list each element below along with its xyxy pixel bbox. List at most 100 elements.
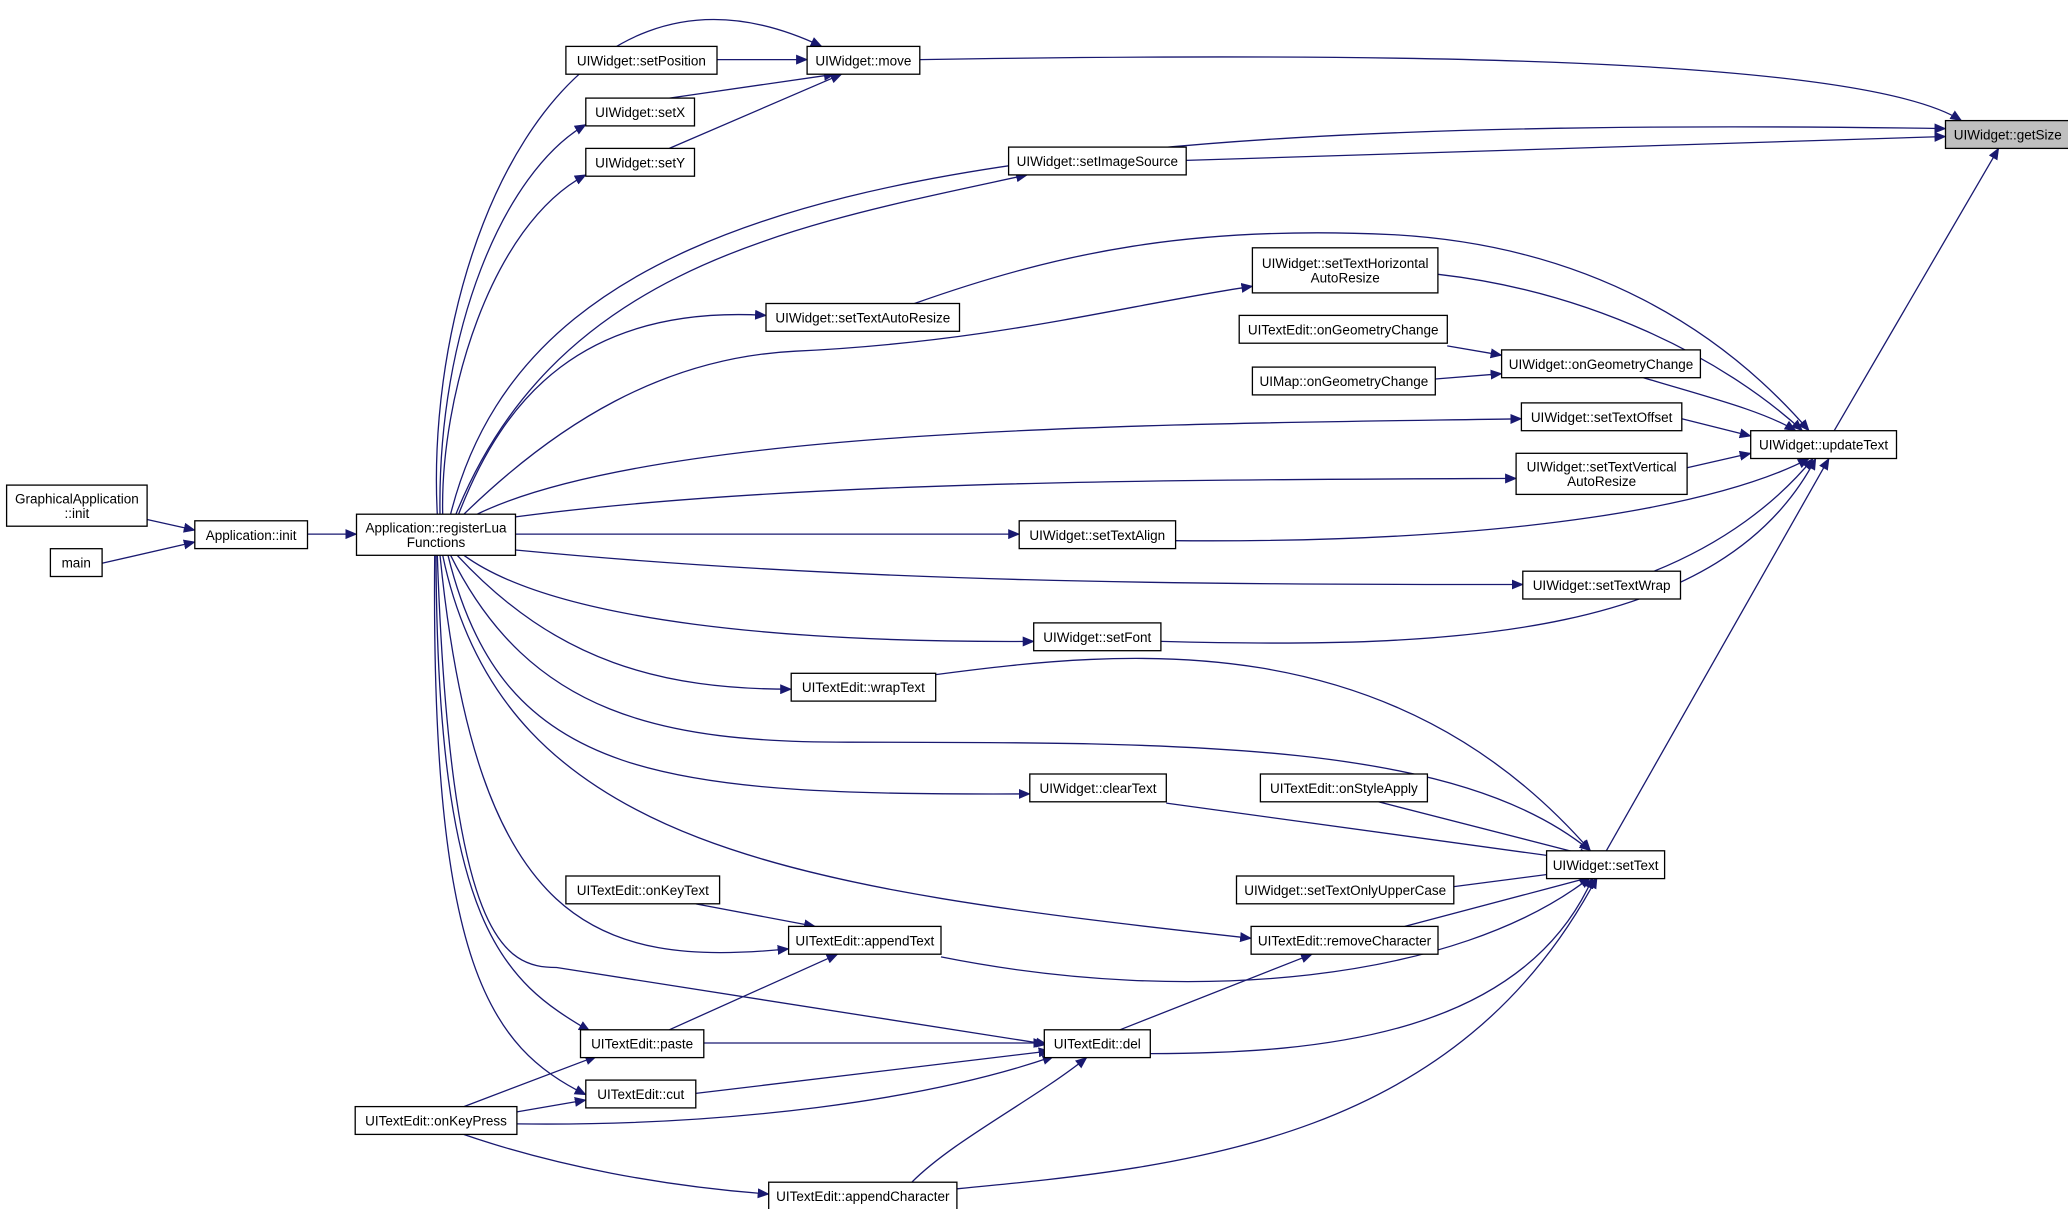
edge-paste-to-appendText — [669, 953, 839, 1031]
node-label: UIWidget::updateText — [1759, 438, 1888, 453]
node-mapOnGeometryChange[interactable]: UIMap::onGeometryChange — [1251, 366, 1436, 396]
node-onKeyText[interactable]: UITextEdit::onKeyText — [565, 875, 721, 905]
node-appInit[interactable]: Application::init — [194, 520, 309, 550]
node-wrapText[interactable]: UITextEdit::wrapText — [790, 672, 937, 702]
node-setTextWrap[interactable]: UIWidget::setTextWrap — [1522, 570, 1682, 600]
edge-setTextOffset-to-updateText — [1681, 418, 1752, 439]
edge-registerLua-to-setY — [442, 174, 587, 515]
node-box — [194, 520, 309, 550]
node-label: UITextEdit::wrapText — [802, 680, 925, 695]
node-setImageSource[interactable]: UIWidget::setImageSource — [1007, 146, 1187, 176]
edge-onKeyPress-to-appendCharacter — [463, 1133, 770, 1199]
node-paste[interactable]: UITextEdit::paste — [579, 1029, 705, 1059]
edge-registerLua-to-setTextAutoResize — [457, 309, 767, 515]
edge-gaInit-to-appInit — [146, 518, 196, 533]
node-box — [585, 1079, 697, 1109]
node-box — [790, 672, 937, 702]
node-label: UITextEdit::removeCharacter — [1258, 933, 1432, 948]
node-del[interactable]: UITextEdit::del — [1043, 1029, 1151, 1059]
node-setText[interactable]: UIWidget::setText — [1545, 850, 1666, 880]
edge-del-to-removeCharacter — [1119, 953, 1313, 1031]
edge-mapOnGeometryChange-to-wOnGeometryChange — [1435, 369, 1503, 380]
node-label: UITextEdit::onKeyText — [577, 883, 709, 898]
node-label: UIWidget::setTextVertical — [1527, 460, 1677, 475]
edge-setY-to-move — [669, 73, 843, 149]
node-setTextAutoResize[interactable]: UIWidget::setTextAutoResize — [765, 302, 961, 332]
edge-registerLua-to-setX — [439, 124, 587, 515]
edge-registerLua-to-appendText — [439, 555, 790, 955]
node-box — [565, 875, 721, 905]
edge-registerLua-to-setTextVertical — [515, 473, 1518, 518]
edge-registerLua-to-clearText — [447, 555, 1031, 799]
node-setFont[interactable]: UIWidget::setFont — [1033, 622, 1162, 652]
node-setTextAlign[interactable]: UIWidget::setTextAlign — [1018, 520, 1177, 550]
node-setY[interactable]: UIWidget::setY — [585, 147, 696, 177]
node-label: GraphicalApplication — [15, 491, 139, 506]
edge-onStyleApply-to-setText — [1378, 801, 1592, 859]
node-label: UITextEdit::del — [1054, 1037, 1141, 1052]
node-label: AutoResize — [1311, 271, 1380, 286]
edge-setFont-to-updateText — [1160, 457, 1817, 644]
edge-teOnGeometryChange-to-wOnGeometryChange — [1447, 345, 1503, 359]
node-box — [1007, 146, 1187, 176]
node-box — [1251, 366, 1436, 396]
node-setTextOnlyUpperCase[interactable]: UIWidget::setTextOnlyUpperCase — [1235, 875, 1455, 905]
edge-onKeyPress-to-cut — [516, 1096, 587, 1113]
node-box — [1043, 1029, 1151, 1059]
node-clearText[interactable]: UIWidget::clearText — [1029, 773, 1167, 803]
node-removeCharacter[interactable]: UITextEdit::removeCharacter — [1250, 925, 1439, 955]
node-label: AutoResize — [1567, 474, 1636, 489]
node-setX[interactable]: UIWidget::setX — [585, 97, 696, 127]
node-box — [585, 97, 696, 127]
node-box — [768, 1181, 958, 1209]
edge-registerLua-to-setTextOffset — [476, 413, 1523, 515]
node-label: Application::init — [206, 528, 297, 543]
node-wOnGeometryChange[interactable]: UIWidget::onGeometryChange — [1500, 349, 1702, 379]
edge-updateText-to-getSize — [1833, 147, 2000, 432]
edge-onKeyPress-to-del — [516, 1055, 1055, 1125]
node-appendText[interactable]: UITextEdit::appendText — [787, 925, 942, 955]
node-box — [806, 45, 921, 75]
node-box — [1251, 247, 1439, 294]
edge-setImageSource-to-getSize — [1186, 131, 1947, 162]
edge-setX-to-move — [669, 70, 836, 99]
node-appendCharacter[interactable]: UITextEdit::appendCharacter — [768, 1181, 958, 1209]
node-getSize[interactable]: UIWidget::getSize — [1944, 119, 2068, 150]
node-move[interactable]: UIWidget::move — [806, 45, 921, 75]
edge-setTextWrap-to-updateText — [1653, 457, 1814, 572]
node-label: UIWidget::setTextAutoResize — [775, 310, 950, 325]
node-main[interactable]: main — [49, 548, 103, 578]
node-label: UIWidget::getSize — [1954, 128, 2062, 143]
node-label: UIWidget::setFont — [1043, 630, 1151, 645]
edge-registerLua-to-setFont — [463, 554, 1035, 647]
edge-registerLua-to-cut — [433, 555, 587, 1096]
node-teOnGeometryChange[interactable]: UITextEdit::onGeometryChange — [1238, 314, 1448, 344]
edge-clearText-to-setText — [1166, 802, 1592, 865]
edge-registerLua-to-setTextWrap — [515, 549, 1524, 590]
edge-onKeyText-to-appendText — [695, 903, 817, 930]
node-cut[interactable]: UITextEdit::cut — [585, 1079, 697, 1109]
node-box — [1944, 119, 2068, 150]
node-label: UITextEdit::appendCharacter — [776, 1189, 950, 1204]
node-label: UITextEdit::appendText — [795, 933, 934, 948]
edge-registerLua-to-setTextHorizontal — [463, 282, 1254, 515]
node-label: UITextEdit::onGeometryChange — [1248, 322, 1439, 337]
node-box — [1500, 349, 1702, 379]
node-label: UIWidget::setTextWrap — [1533, 578, 1671, 593]
node-onStyleApply[interactable]: UITextEdit::onStyleApply — [1259, 773, 1429, 803]
node-updateText[interactable]: UIWidget::updateText — [1750, 430, 1898, 460]
node-label: UIWidget::setTextHorizontal — [1262, 256, 1429, 271]
node-onKeyPress[interactable]: UITextEdit::onKeyPress — [354, 1105, 518, 1136]
edge-registerLua-to-setImageSource — [455, 172, 1029, 515]
node-label: UIWidget::setY — [595, 155, 685, 170]
node-gaInit[interactable]: GraphicalApplication::init — [5, 484, 148, 527]
node-setTextOffset[interactable]: UIWidget::setTextOffset — [1520, 402, 1683, 432]
node-box — [1522, 570, 1682, 600]
node-box — [1520, 402, 1683, 432]
node-box — [354, 1105, 518, 1136]
node-setPosition[interactable]: UIWidget::setPosition — [565, 45, 718, 75]
